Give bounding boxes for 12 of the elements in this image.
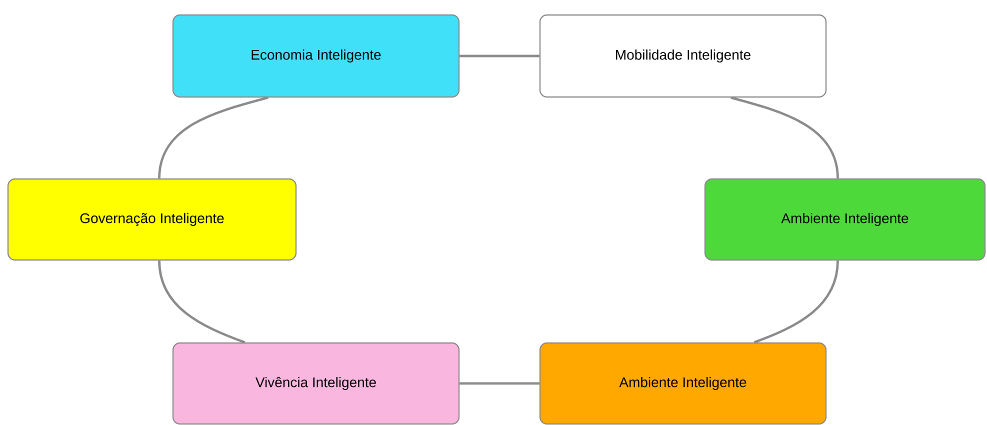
process-box: Mobilidade Inteligente (539, 14, 827, 98)
process-box: Ambiente Inteligente (704, 178, 986, 261)
connector-line (460, 54, 540, 58)
process-box: Governação Inteligente (7, 178, 297, 261)
connector-line (730, 96, 839, 178)
process-box: Economia Inteligente (172, 14, 460, 98)
connector-line (158, 260, 246, 344)
process-box: Vivência Inteligente (172, 342, 460, 425)
connector-line (158, 96, 268, 178)
connector-line (754, 260, 839, 344)
process-box: Ambiente Inteligente (539, 342, 827, 425)
connector-line (460, 382, 540, 385)
